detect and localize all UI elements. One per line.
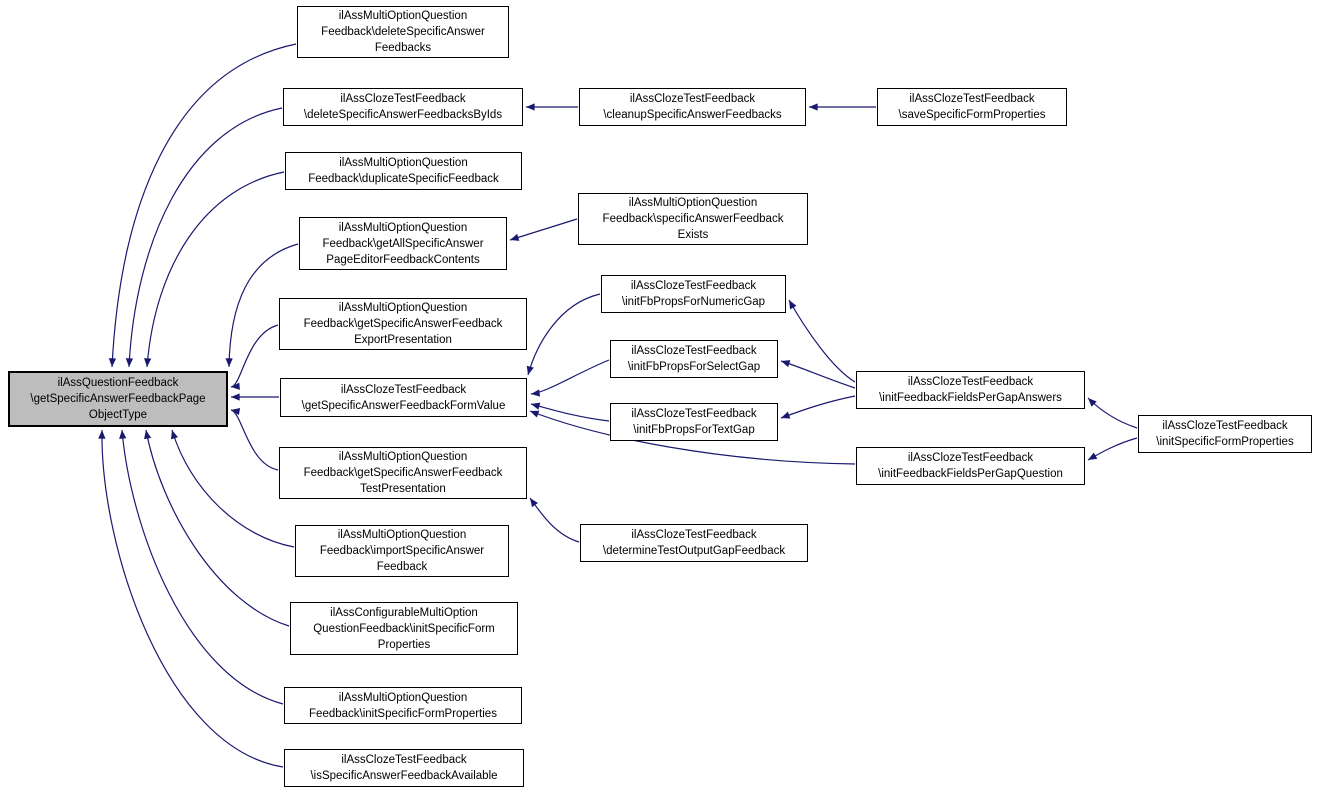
node-getSpecificAnswerFeedbackFormValue[interactable]: ilAssClozeTestFeedback \getSpecificAnswe… bbox=[280, 378, 527, 417]
call-edge-isSpecificAnswerFeedbackAvailable-central bbox=[98, 429, 284, 768]
node-initFeedbackFieldsPerGapAnswers[interactable]: ilAssClozeTestFeedback \initFeedbackFiel… bbox=[856, 371, 1085, 409]
node-getSpecificAnswerFeedbackExportPresentation[interactable]: ilAssMultiOptionQuestion Feedback\getSpe… bbox=[279, 298, 527, 350]
node-deleteSpecificAnswerFeedbacksByIds[interactable]: ilAssClozeTestFeedback \deleteSpecificAn… bbox=[283, 88, 523, 126]
node-getSpecificAnswerFeedbackPageObjectType[interactable]: ilAssQuestionFeedback \getSpecificAnswer… bbox=[8, 371, 228, 427]
call-edge-initFbPropsForTextGap-formValue bbox=[530, 402, 610, 422]
call-edge-initSpecificFormProperties-multiOption-central bbox=[119, 429, 284, 705]
call-edge-deleteSpecificAnswerFeedbacks-central bbox=[108, 43, 297, 368]
node-saveSpecificFormProperties[interactable]: ilAssClozeTestFeedback \saveSpecificForm… bbox=[877, 88, 1067, 126]
call-edge-gapAnswers-textGap bbox=[780, 395, 856, 419]
call-edge-initSpecificFormProperties-configurable-central bbox=[144, 429, 290, 627]
call-edge-getSpecificAnswerFeedbackTestPresentation-central bbox=[230, 407, 279, 471]
node-initFeedbackFieldsPerGapQuestion[interactable]: ilAssClozeTestFeedback \initFeedbackFiel… bbox=[856, 447, 1085, 485]
call-edge-getAllSpecificAnswerPageEditorFeedbackContents-central bbox=[225, 243, 299, 368]
node-initSpecificFormProperties-multiOption[interactable]: ilAssMultiOptionQuestion Feedback\initSp… bbox=[284, 687, 522, 724]
call-edge-initFbPropsForNumericGap-formValue bbox=[526, 293, 601, 376]
node-getAllSpecificAnswerPageEditorFeedbackContents[interactable]: ilAssMultiOptionQuestion Feedback\getAll… bbox=[299, 217, 507, 270]
call-edge-specificAnswerFeedbackExists-getAllSpecific bbox=[509, 218, 578, 241]
call-edge-getSpecificAnswerFeedbackExportPresentation-central bbox=[230, 324, 279, 390]
node-importSpecificAnswerFeedback[interactable]: ilAssMultiOptionQuestion Feedback\import… bbox=[295, 525, 509, 577]
node-initSpecificFormProperties-clozeTest[interactable]: ilAssClozeTestFeedback \initSpecificForm… bbox=[1138, 415, 1312, 453]
node-initSpecificFormProperties-configurable[interactable]: ilAssConfigurableMultiOption QuestionFee… bbox=[290, 602, 518, 655]
node-deleteSpecificAnswerFeedbacks[interactable]: ilAssMultiOptionQuestion Feedback\delete… bbox=[297, 6, 509, 58]
call-edge-duplicateSpecificFeedback-central bbox=[144, 171, 285, 368]
call-edge-initFbPropsForSelectGap-formValue bbox=[530, 359, 610, 397]
call-edge-initFeedbackFieldsPerGapQuestion-formValue bbox=[529, 410, 856, 465]
node-initFbPropsForSelectGap[interactable]: ilAssClozeTestFeedback \initFbPropsForSe… bbox=[610, 340, 778, 378]
node-getSpecificAnswerFeedbackTestPresentation[interactable]: ilAssMultiOptionQuestion Feedback\getSpe… bbox=[279, 447, 527, 499]
node-initFbPropsForNumericGap[interactable]: ilAssClozeTestFeedback \initFbPropsForNu… bbox=[601, 275, 786, 313]
call-edge-deleteSpecificAnswerFeedbacksByIds-central bbox=[125, 107, 283, 368]
node-duplicateSpecificFeedback[interactable]: ilAssMultiOptionQuestion Feedback\duplic… bbox=[285, 152, 522, 190]
call-edge-initSpecificFormProps-gapQuestion bbox=[1087, 437, 1138, 461]
node-specificAnswerFeedbackExists[interactable]: ilAssMultiOptionQuestion Feedback\specif… bbox=[578, 193, 808, 245]
node-determineTestOutputGapFeedback[interactable]: ilAssClozeTestFeedback \determineTestOut… bbox=[580, 524, 808, 562]
call-edge-determineTestOutputGapFeedback-testPresentation bbox=[529, 497, 580, 543]
node-initFbPropsForTextGap[interactable]: ilAssClozeTestFeedback \initFbPropsForTe… bbox=[610, 403, 778, 441]
node-isSpecificAnswerFeedbackAvailable[interactable]: ilAssClozeTestFeedback \isSpecificAnswer… bbox=[284, 749, 524, 787]
call-edge-gapAnswers-selectGap bbox=[780, 360, 856, 389]
call-edge-initSpecificFormProps-gapAnswers bbox=[1087, 397, 1138, 429]
node-cleanupSpecificAnswerFeedbacks[interactable]: ilAssClozeTestFeedback \cleanupSpecificA… bbox=[579, 88, 806, 126]
call-edge-importSpecificAnswerFeedback-central bbox=[170, 429, 295, 548]
call-edge-gapAnswers-numericGap bbox=[788, 299, 856, 383]
